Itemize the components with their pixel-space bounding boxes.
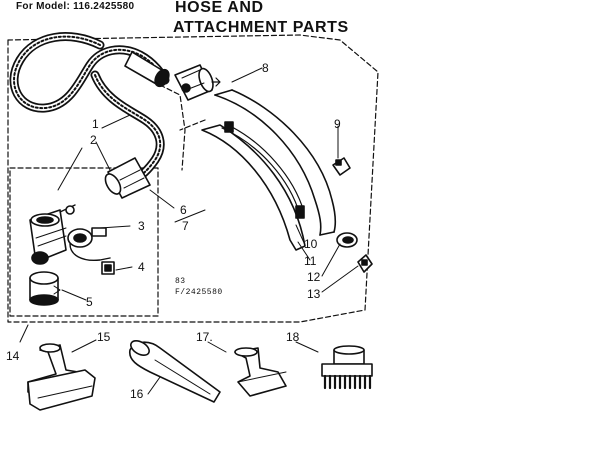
callout-1: 1 (92, 117, 99, 131)
hose-end-cuff-top (124, 51, 170, 88)
inner-box-dashed (9, 167, 159, 317)
callout-8: 8 (262, 61, 269, 75)
callout-16: 16 (130, 387, 144, 401)
callout-10: 10 (304, 237, 318, 251)
part-13-connector (357, 254, 373, 273)
part-9-clip (332, 157, 351, 176)
electric-wand (201, 121, 306, 251)
curved-wand (214, 89, 337, 236)
part-15-floor-tool (27, 343, 96, 411)
swivel-coupling (174, 64, 214, 101)
stamp-line-1: 83 (175, 277, 186, 286)
callout-11: 11 (304, 254, 317, 268)
part-2-swivel-assembly (29, 204, 76, 265)
callout-2: 2 (90, 133, 97, 147)
title-line-2: ATTACHMENT PARTS (173, 19, 349, 36)
callout-6: 6 (180, 203, 187, 217)
callout-17: 17. (196, 330, 213, 344)
leader-lines (19, 67, 359, 395)
callout-4: 4 (138, 260, 145, 274)
part-5-cylinder (29, 271, 61, 306)
hose-coil (9, 32, 170, 185)
callout-13: 13 (307, 287, 321, 301)
dashed-connector-wand (179, 119, 206, 131)
callout-7: 7 (182, 219, 189, 233)
title-line-1: HOSE AND (175, 0, 264, 16)
hose-end-cuff-bottom (104, 157, 151, 199)
arrow-mark (211, 77, 221, 87)
outer-boundary-dashed (7, 34, 379, 323)
part-4-switch (101, 261, 115, 275)
callout-15: 15 (97, 330, 111, 344)
model-number: For Model: 116.2425580 (16, 1, 135, 12)
callout-14: 14 (6, 349, 20, 363)
part-3-cord (67, 227, 111, 262)
callout-5: 5 (86, 295, 93, 309)
part-16-crevice-tool (128, 339, 221, 403)
part-18-dusting-brush (321, 345, 373, 390)
stamp-line-2: F/2425580 (175, 288, 223, 297)
callout-9: 9 (334, 117, 341, 131)
callout-18: 18 (286, 330, 300, 344)
part-17-upholstery-tool (234, 347, 287, 397)
callout-12: 12 (307, 270, 321, 284)
part-12-clip (336, 232, 358, 248)
dashed-connector-hose (159, 84, 186, 171)
callout-3: 3 (138, 219, 145, 233)
